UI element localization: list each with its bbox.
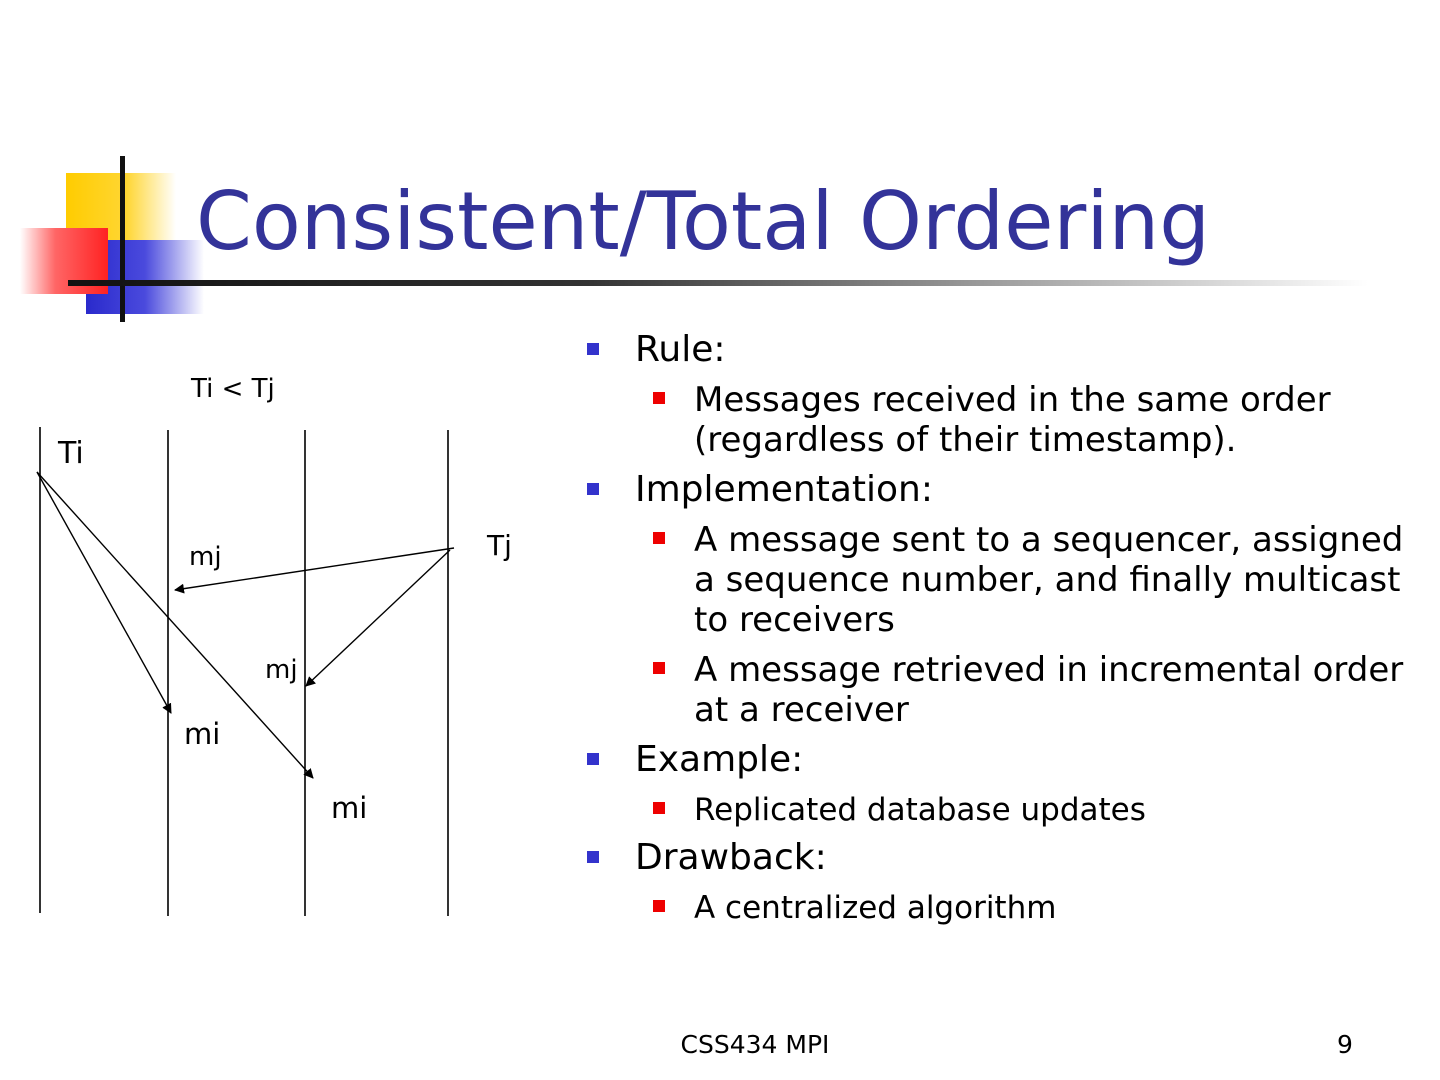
bullet-example: Example: [580, 739, 1420, 780]
bullet-label: Drawback: [635, 837, 827, 878]
sub-bullet-text: Replicated database updates [694, 792, 1146, 828]
sub-bullet-text: Messages received in the same order (reg… [694, 380, 1331, 460]
bullet-label: Example: [635, 739, 804, 780]
sub-bullet-text: A centralized algorithm [694, 890, 1057, 926]
message-i-label-2: mi [331, 791, 367, 825]
sub-bullet-text: A message sent to a sequencer, assigned … [694, 520, 1404, 640]
title-underline [68, 280, 1368, 286]
bullet-implementation: Implementation: [580, 469, 1420, 510]
slide-title: Consistent/Total Ordering [196, 175, 1211, 268]
message-arrow-mj-1 [174, 547, 455, 594]
page-number: 9 [1337, 1030, 1353, 1059]
ordering-diagram: Ti < Tj Ti Tj mj mj mi mi [36, 374, 512, 916]
red-square-bullet-icon [653, 802, 665, 814]
blue-square-bullet-icon [587, 343, 599, 355]
bullet-rule: Rule: [580, 329, 1420, 370]
sender-j-label: Tj [486, 529, 512, 562]
blue-square-bullet-icon [587, 753, 599, 765]
message-i-label-1: mi [184, 717, 220, 751]
sender-i-label: Ti [57, 436, 84, 471]
bullet-label: Rule: [635, 329, 726, 370]
sub-bullet: A centralized algorithm [580, 890, 1420, 926]
bullet-list: Rule: Messages received in the same orde… [580, 320, 1420, 926]
condition-label: Ti < Tj [190, 374, 275, 404]
message-arrow-mj-2 [305, 549, 451, 687]
message-j-label-1: mj [189, 542, 222, 572]
bullet-label: Implementation: [635, 469, 933, 510]
decorative-squares-logo [20, 156, 204, 322]
red-square-bullet-icon [653, 392, 665, 404]
sub-bullet-text: A message retrieved in incremental order… [694, 650, 1404, 730]
message-j-label-2: mj [265, 655, 298, 685]
bullet-drawback: Drawback: [580, 837, 1420, 878]
message-arrow-mi-2 [36, 471, 314, 779]
red-square-bullet-icon [653, 662, 665, 674]
blue-square-bullet-icon [587, 483, 599, 495]
message-arrow-mi-1 [36, 471, 172, 714]
slide-footer: CSS434 MPI [680, 1030, 830, 1059]
sub-bullet: Replicated database updates [580, 792, 1420, 828]
sub-bullet: A message retrieved in incremental order… [580, 650, 1420, 730]
red-square-bullet-icon [653, 532, 665, 544]
red-square-bullet-icon [653, 900, 665, 912]
sub-bullet: A message sent to a sequencer, assigned … [580, 520, 1420, 640]
blue-square-bullet-icon [587, 851, 599, 863]
sub-bullet: Messages received in the same order (reg… [580, 380, 1420, 460]
